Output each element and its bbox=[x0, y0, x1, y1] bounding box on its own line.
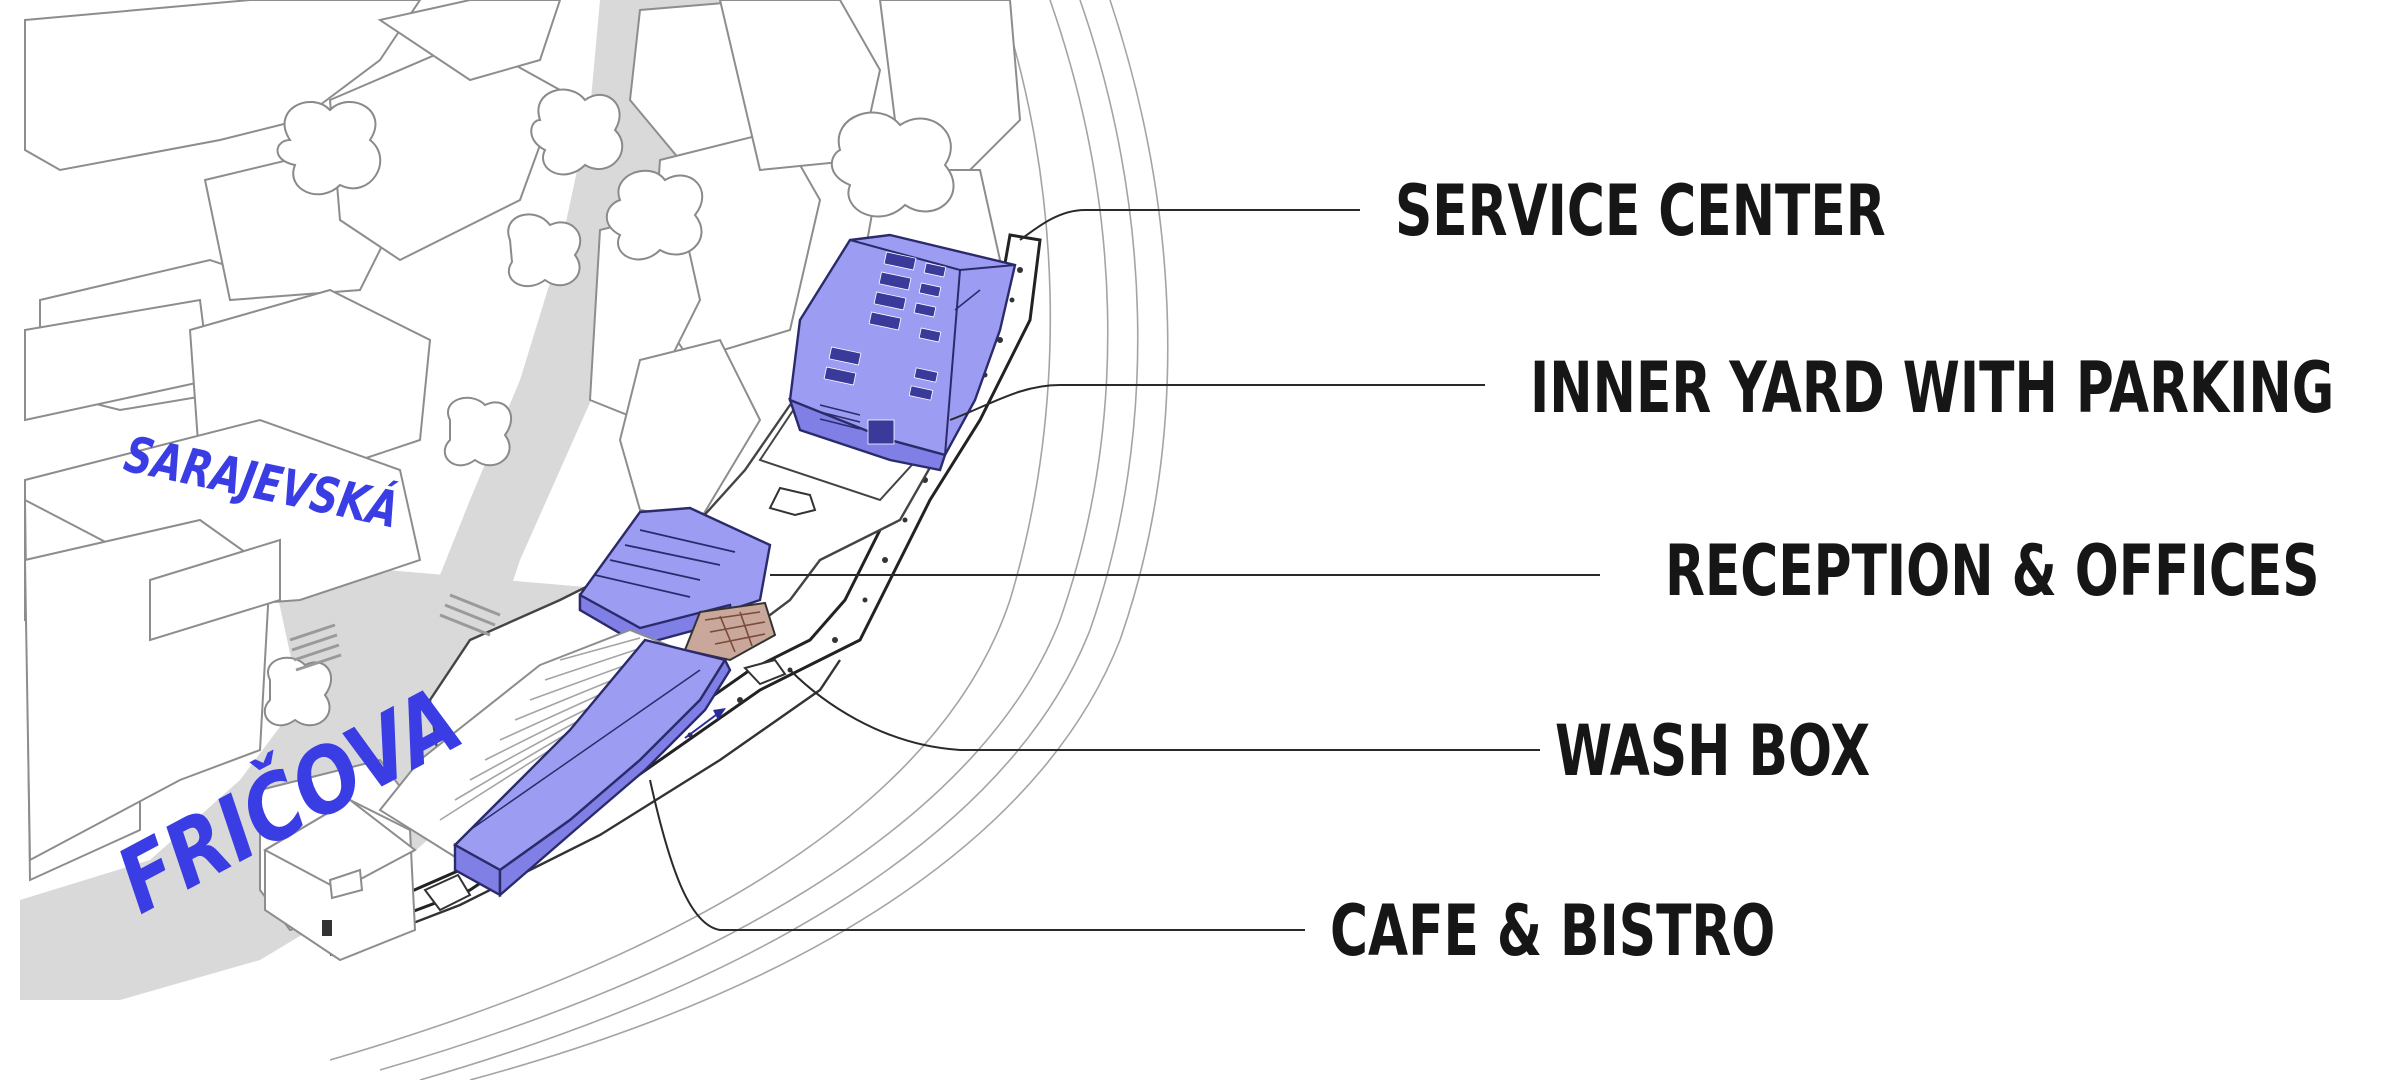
rail-lines bbox=[329, 0, 1169, 1080]
surrounding-buildings bbox=[23, 0, 1022, 932]
trees bbox=[263, 88, 955, 727]
crosswalks bbox=[289, 593, 501, 672]
label-inner-yard: INNER YARD WITH PARKING bbox=[1530, 347, 2334, 429]
leader-service-center bbox=[1019, 209, 1360, 241]
parked-car-wash bbox=[743, 658, 787, 686]
parked-car-road bbox=[423, 873, 472, 912]
leader-cafe-bistro bbox=[649, 779, 1305, 931]
wash-box bbox=[683, 601, 777, 662]
leader-inner-yard bbox=[949, 384, 1485, 421]
leader-wash-box bbox=[789, 669, 1540, 751]
label-service-center: SERVICE CENTER bbox=[1395, 170, 1886, 252]
label-reception-offices: RECEPTION & OFFICES bbox=[1665, 530, 2320, 612]
kiosk bbox=[262, 798, 417, 962]
label-cafe-bistro: CAFE & BISTRO bbox=[1330, 890, 1775, 972]
parked-car-yard bbox=[768, 486, 817, 517]
leader-lines bbox=[649, 209, 1600, 931]
label-wash-box: WASH BOX bbox=[1555, 710, 1870, 792]
cafe-bistro-building bbox=[453, 638, 732, 898]
service-center-building bbox=[788, 233, 1017, 472]
